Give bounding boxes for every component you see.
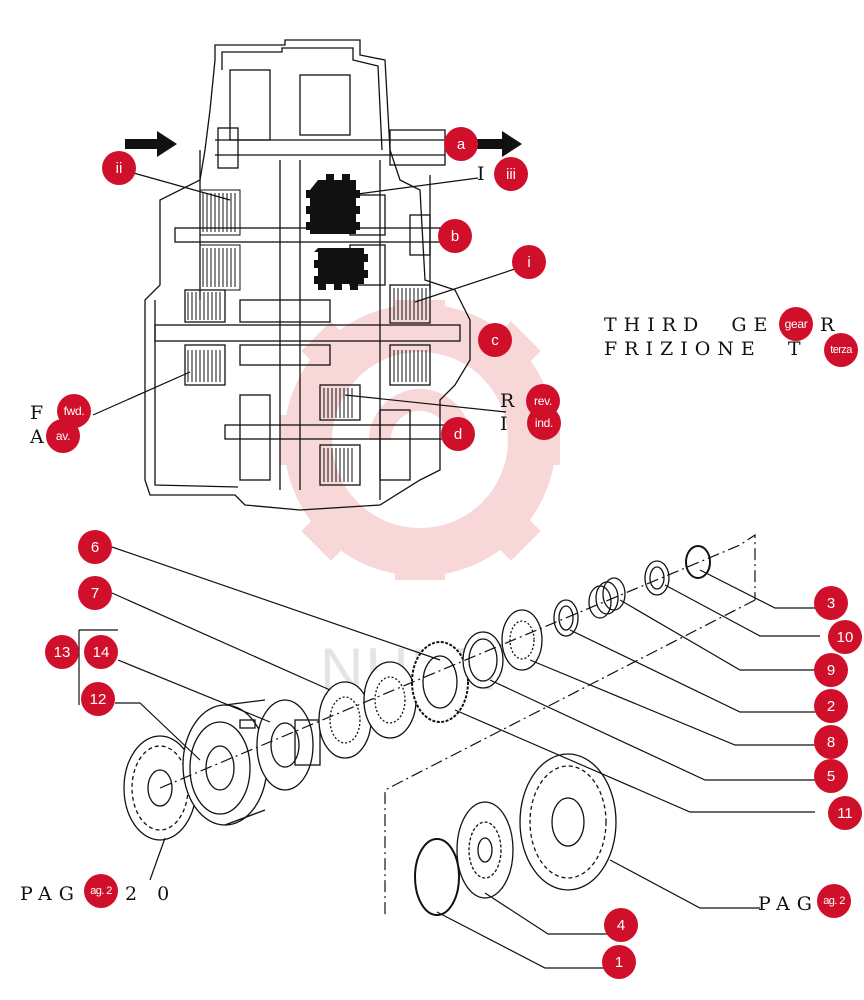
third-gear-label: THIRD GE	[604, 314, 775, 336]
part-number-14: 14	[84, 635, 118, 669]
third-gear-highlight	[306, 174, 368, 290]
callout-av: av.	[46, 419, 80, 453]
rev-prefix: R	[500, 390, 522, 412]
part-number-6: 6	[78, 530, 112, 564]
part-number-11: 11	[828, 796, 862, 830]
axis-lines	[159, 533, 756, 915]
pag-left-label: PAG	[20, 883, 81, 905]
part-number-13: 13	[45, 635, 79, 669]
callout-c: c	[478, 323, 512, 357]
callout-a: a	[444, 127, 478, 161]
gearbox-cross-section	[144, 39, 471, 511]
callout-ii: ii	[102, 151, 136, 185]
part-number-12: 12	[81, 682, 115, 716]
lower-leader-lines	[78, 546, 820, 969]
callout-pag-right: ag. 2	[817, 884, 851, 918]
part-number-1: 1	[602, 945, 636, 979]
part-number-9: 9	[814, 653, 848, 687]
part-number-5: 5	[814, 759, 848, 793]
pag-right-label: PAG	[758, 893, 819, 915]
callout-ind: ind.	[527, 406, 561, 440]
upper-leader-lines	[92, 171, 519, 416]
callout-pag-left: ag. 2	[84, 874, 118, 908]
callout-terza: terza	[824, 333, 858, 367]
callout-gear: gear	[779, 307, 813, 341]
flow-arrows	[125, 131, 522, 157]
av-prefix: A	[30, 426, 51, 448]
frizione-label: FRIZIONE T	[604, 338, 808, 360]
callout-d: d	[441, 417, 475, 451]
third-gear-label-end: R C	[820, 314, 842, 336]
iii-prefix: I	[477, 163, 492, 185]
part-number-8: 8	[814, 725, 848, 759]
part-number-3: 3	[814, 586, 848, 620]
clutch-packs	[187, 193, 427, 482]
part-number-2: 2	[814, 689, 848, 723]
fwd-prefix: F	[30, 402, 51, 424]
ind-prefix: I	[500, 413, 515, 435]
part-number-10: 10	[828, 620, 862, 654]
callout-iii: iii	[494, 157, 528, 191]
callout-i: i	[512, 245, 546, 279]
part-number-4: 4	[604, 908, 638, 942]
callout-b: b	[438, 219, 472, 253]
pag-left-suffix: 2 0	[125, 883, 177, 905]
part-number-7: 7	[78, 576, 112, 610]
exploded-parts	[123, 545, 711, 916]
watermark-logo	[280, 300, 560, 580]
